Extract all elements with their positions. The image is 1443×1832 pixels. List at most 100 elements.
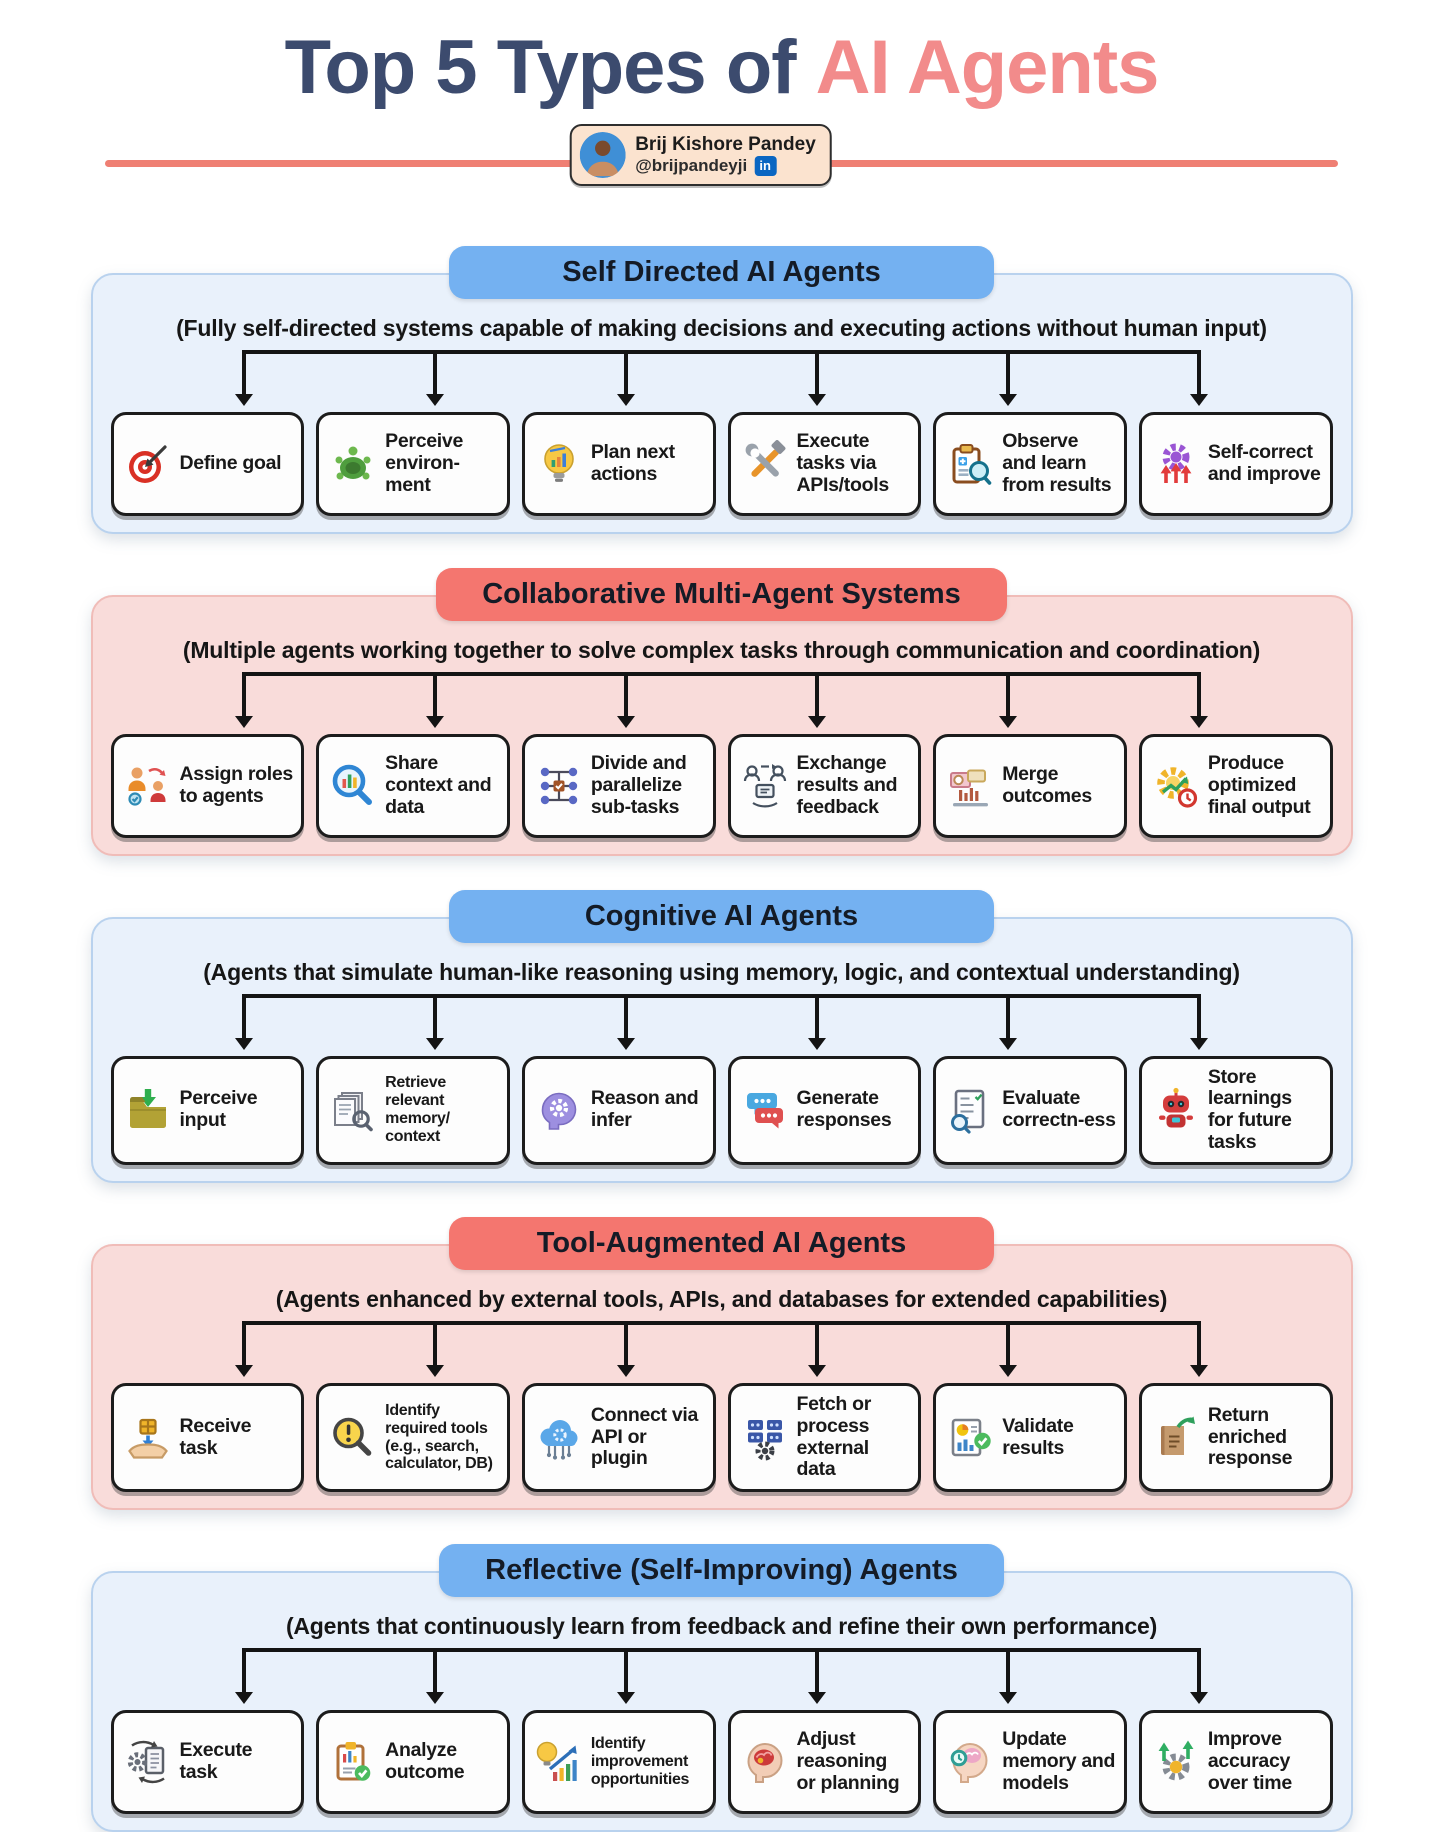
- agent-step-box: Improve accuracy over time: [1138, 1710, 1333, 1815]
- connector-arrow: [531, 1320, 722, 1377]
- arrow-connector: [149, 349, 1295, 406]
- agent-step-box: Analyze outcome: [316, 1710, 510, 1815]
- section-panel: (Multiple agents working together to sol…: [90, 594, 1353, 856]
- head-brain-icon: [741, 1738, 789, 1786]
- box-label: Validate results: [1002, 1414, 1074, 1459]
- folder-input-icon: [124, 1086, 172, 1134]
- author-name: Brij Kishore Pandey: [635, 133, 816, 155]
- connector-horizontal-line: [244, 993, 1199, 998]
- magnifier-chart-icon: [329, 762, 377, 810]
- target-icon: [124, 440, 172, 488]
- network-tasks-icon: [535, 762, 583, 810]
- section-description: (Agents that continuously learn from fee…: [285, 1613, 1158, 1640]
- section-panel: (Fully self-directed systems capable of …: [90, 272, 1353, 534]
- connector-arrow: [340, 349, 531, 406]
- section-title: Cognitive AI Agents: [449, 889, 994, 943]
- title-highlight: AI Agents: [815, 25, 1160, 110]
- people-roles-icon: [124, 762, 172, 810]
- box-label: Assign roles to agents: [179, 762, 294, 807]
- title-divider-area: Brij Kishore Pandey @brijpandeyji in: [0, 120, 1443, 212]
- box-row: Define goal Perceive environ-ment Plan n…: [109, 411, 1335, 516]
- title-prefix: Top 5 Types of: [284, 25, 797, 110]
- box-label: Fetch or process external data: [796, 1392, 872, 1481]
- connector-arrow: [1104, 993, 1295, 1050]
- box-label: Return enriched response: [1207, 1403, 1293, 1470]
- merge-charts-icon: [946, 762, 994, 810]
- agent-step-box: Return enriched response: [1138, 1382, 1333, 1493]
- section-collaborative-multi-agent-systems: Collaborative Multi-Agent Systems (Multi…: [90, 567, 1353, 856]
- connector-arrow: [531, 993, 722, 1050]
- people-exchange-icon: [741, 762, 789, 810]
- connector-horizontal-line: [244, 1648, 1199, 1653]
- box-label: Execute tasks via APIs/tools: [796, 429, 890, 496]
- section-panel: (Agents that continuously learn from fee…: [90, 1571, 1353, 1832]
- sections-container: Self Directed AI Agents (Fully self-dire…: [90, 245, 1353, 1832]
- agent-step-box: Perceive input: [110, 1055, 305, 1165]
- lightbulb-chart-icon: [535, 440, 583, 488]
- connector-arrow: [149, 1320, 340, 1377]
- agent-step-box: Store learnings for future tasks: [1138, 1055, 1333, 1165]
- gear-up-arrows-icon: [1152, 1738, 1200, 1786]
- connector-arrow: [722, 1648, 913, 1705]
- connector-arrow: [913, 993, 1104, 1050]
- arrow-connector: [149, 993, 1295, 1050]
- box-label: Evaluate correctn-ess: [1002, 1087, 1116, 1132]
- connector-arrow: [531, 1648, 722, 1705]
- docs-magnifier-icon: [329, 1086, 377, 1134]
- arrow-connector: [149, 671, 1295, 728]
- box-label: Self-correct and improve: [1207, 440, 1321, 485]
- head-gear-icon: [535, 1086, 583, 1134]
- connector-arrow: [1104, 671, 1295, 728]
- connector-arrow: [340, 993, 531, 1050]
- clipboard-check-icon: [329, 1738, 377, 1786]
- agent-step-box: Identify required tools (e.g., search, c…: [316, 1382, 510, 1493]
- connector-arrow: [913, 671, 1104, 728]
- box-label: Perceive environ-ment: [385, 429, 464, 496]
- section-description: (Agents that simulate human-like reasoni…: [203, 958, 1240, 985]
- connector-horizontal-line: [244, 1320, 1199, 1325]
- agent-step-box: Produce optimized final output: [1138, 733, 1333, 838]
- agent-step-box: Observe and learn from results: [933, 411, 1127, 516]
- section-self-directed-ai-agents: Self Directed AI Agents (Fully self-dire…: [90, 245, 1353, 534]
- agent-step-box: Plan next actions: [521, 411, 716, 516]
- connector-arrow: [340, 1320, 531, 1377]
- author-text: Brij Kishore Pandey @brijpandeyji in: [635, 134, 816, 176]
- section-title: Self Directed AI Agents: [449, 245, 994, 299]
- connector-horizontal-line: [244, 349, 1199, 354]
- tools-icon: [741, 439, 789, 488]
- agent-step-box: Exchange results and feedback: [727, 733, 922, 838]
- connector-arrow: [531, 349, 722, 406]
- box-label: Exchange results and feedback: [796, 751, 898, 818]
- connector-arrow: [722, 349, 913, 406]
- connector-arrow: [340, 671, 531, 728]
- hand-box-icon: [124, 1414, 172, 1462]
- agent-step-box: Fetch or process external data: [727, 1382, 922, 1493]
- box-label: Adjust reasoning or planning: [796, 1728, 900, 1795]
- bulb-growth-icon: [535, 1738, 583, 1786]
- connector-arrow: [1104, 349, 1295, 406]
- agent-step-box: Receive task: [110, 1382, 305, 1493]
- box-label: Produce optimized final output: [1207, 751, 1311, 818]
- person-avatar-icon: [579, 131, 626, 178]
- box-label: Perceive input: [179, 1087, 258, 1132]
- box-label: Store learnings for future tasks: [1207, 1065, 1292, 1154]
- box-label: Observe and learn from results: [1002, 429, 1112, 496]
- author-badge[interactable]: Brij Kishore Pandey @brijpandeyji in: [569, 123, 832, 186]
- linkedin-icon[interactable]: in: [754, 155, 777, 176]
- agent-step-box: Connect via API or plugin: [521, 1382, 716, 1493]
- agent-step-box: Self-correct and improve: [1138, 411, 1333, 516]
- connector-arrow: [149, 349, 340, 406]
- connector-arrow: [149, 671, 340, 728]
- agent-step-box: Execute task: [110, 1710, 305, 1815]
- connector-arrow: [149, 1648, 340, 1705]
- box-label: Improve accuracy over time: [1207, 1728, 1292, 1795]
- agent-step-box: Adjust reasoning or planning: [727, 1710, 922, 1815]
- section-description: (Fully self-directed systems capable of …: [176, 314, 1267, 341]
- chat-bubbles-icon: [741, 1086, 789, 1134]
- connector-arrow: [340, 1648, 531, 1705]
- robot-icon: [1152, 1086, 1200, 1134]
- box-label: Execute task: [179, 1739, 253, 1784]
- author-handle: @brijpandeyji: [635, 155, 748, 175]
- box-label: Plan next actions: [590, 440, 675, 485]
- section-panel: (Agents that simulate human-like reasoni…: [90, 916, 1353, 1183]
